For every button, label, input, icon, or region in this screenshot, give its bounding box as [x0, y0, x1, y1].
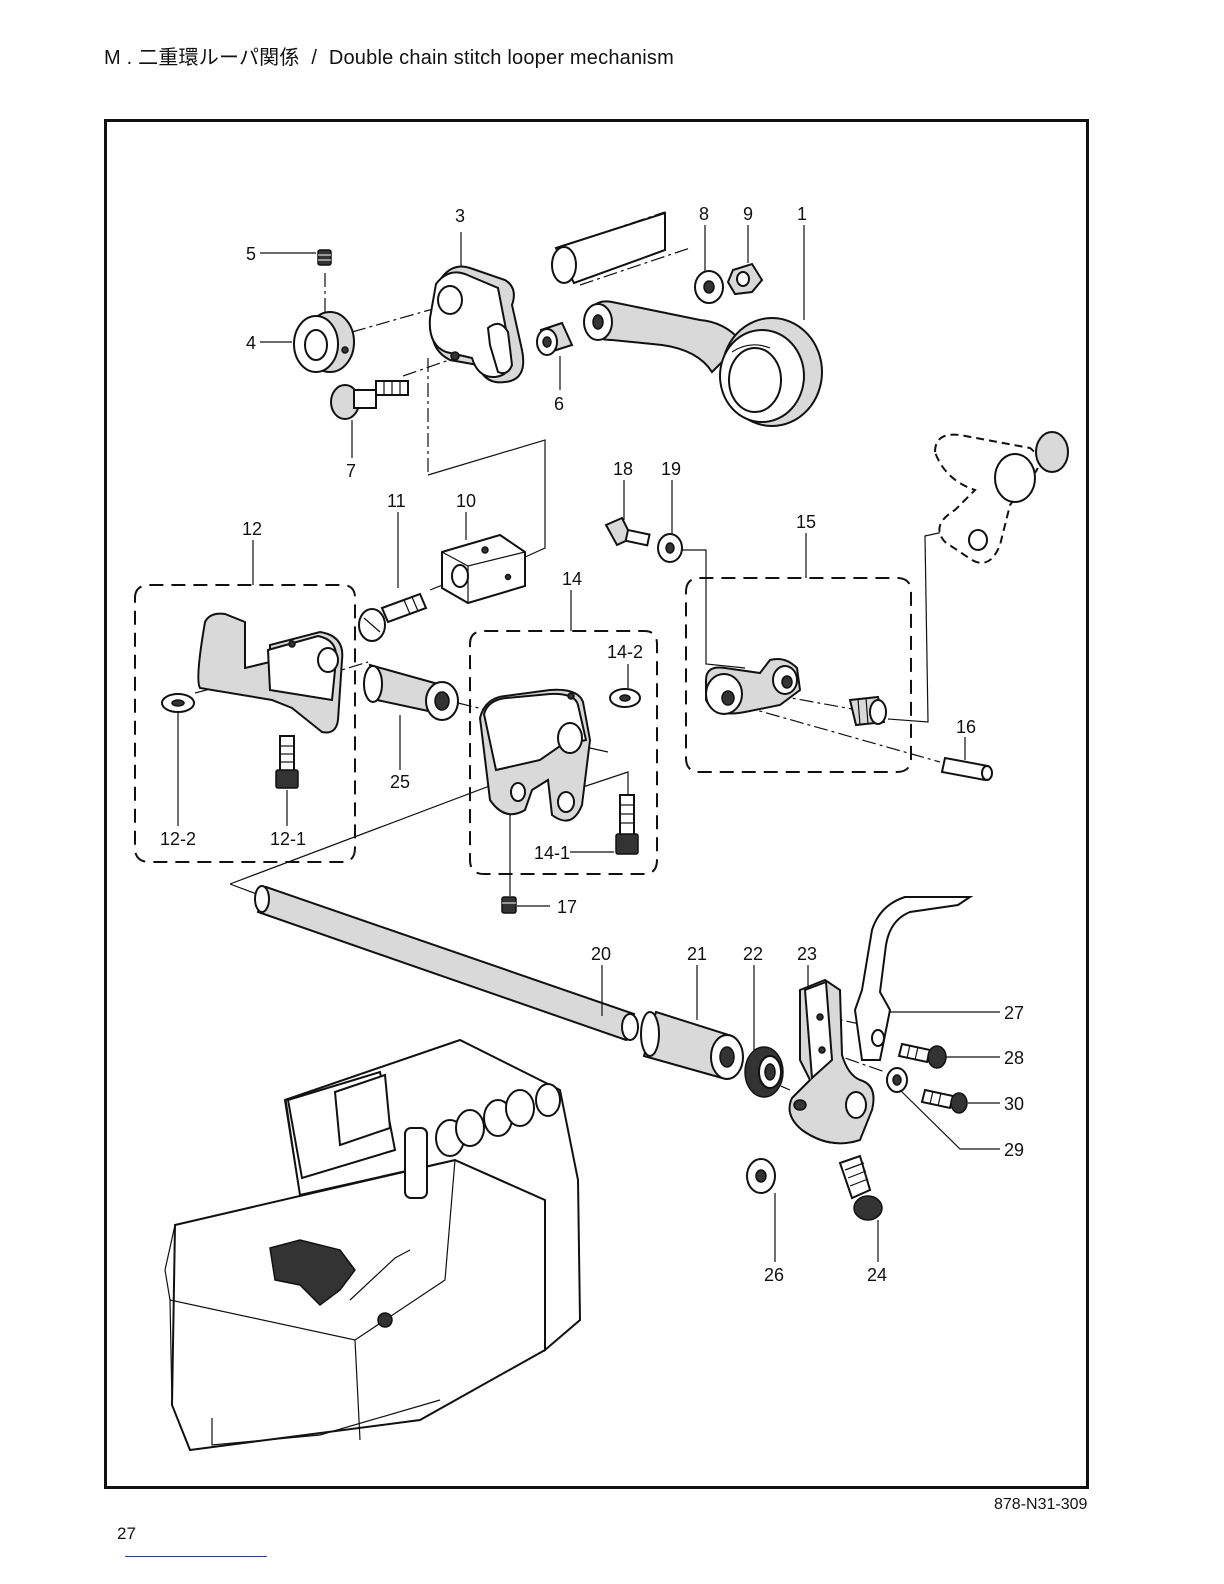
callout-12-1: 12-1	[270, 829, 306, 849]
callout-22: 25	[390, 772, 410, 792]
callout-30: 30	[1004, 1094, 1024, 1114]
drawing-number: 878-N31-309	[994, 1496, 1087, 1514]
callout-10: 10	[456, 491, 476, 511]
callout-19: 19	[661, 459, 681, 479]
callout-12-2: 12-2	[160, 829, 196, 849]
callout-5: 5	[246, 244, 256, 264]
part-11-screw	[359, 594, 426, 641]
callout-12: 12	[242, 519, 262, 539]
machine-overview-illustration	[165, 1040, 580, 1450]
part-14-1-screw	[616, 795, 638, 854]
part-12-1-screw	[276, 736, 298, 788]
callout-14-2: 14-2	[607, 642, 643, 662]
part-14-looper-holder	[480, 690, 590, 821]
part-19-washer	[658, 534, 682, 562]
part-29-washer	[887, 1068, 907, 1092]
callout-9: 9	[743, 204, 753, 224]
part-21-sleeve	[641, 1012, 743, 1079]
part-3-looper-arm	[430, 267, 523, 383]
part-14-2-washer	[610, 689, 640, 707]
callout-1: 1	[797, 204, 807, 224]
callout-28: 28	[1004, 1048, 1024, 1068]
callout-27: 27	[1004, 1003, 1024, 1023]
callout-6: 6	[554, 394, 564, 414]
part-4-collar	[294, 312, 354, 372]
part-15-link	[706, 659, 800, 714]
part-7-stud-screw	[331, 381, 408, 419]
part-15-spring-bushing	[850, 697, 886, 725]
callout-11: 11	[387, 491, 406, 511]
part-27-looper	[855, 897, 970, 1060]
part-5-set-screw	[318, 250, 331, 265]
callout-14: 14	[562, 569, 582, 589]
part-9-nut	[728, 264, 762, 294]
part-26-washer	[747, 1159, 775, 1193]
callout-14-1: 14-1	[534, 843, 570, 863]
callout-29: 29	[1004, 1140, 1024, 1160]
part-12-looper-holder	[198, 614, 342, 733]
part-17-set-screw	[502, 897, 516, 913]
callout-17: 17	[557, 897, 577, 917]
callout-25: 24	[867, 1265, 887, 1285]
callout-8: 8	[699, 204, 709, 224]
part-20-looper-shaft	[255, 886, 638, 1040]
part-12-2-washer	[162, 694, 194, 712]
part-10-block	[442, 535, 525, 603]
part-23-bearing	[745, 1047, 783, 1097]
page-number: 27	[117, 1524, 136, 1544]
callout-20: 20	[591, 944, 611, 964]
part-6-bushing	[537, 323, 572, 355]
callout-23: 22	[743, 944, 763, 964]
part-30-screw	[922, 1090, 967, 1113]
callout-18: 18	[613, 459, 633, 479]
callout-3: 3	[455, 206, 465, 226]
callout-16: 16	[956, 717, 976, 737]
callout-24: 23	[797, 944, 817, 964]
callout-21: 21	[687, 944, 707, 964]
part-crank-arm	[935, 432, 1068, 563]
part-16-pin	[942, 758, 992, 780]
part-18-bolt	[606, 518, 650, 545]
part-shaft-segment	[552, 213, 665, 283]
callout-4: 4	[246, 333, 256, 353]
callout-7: 7	[346, 461, 356, 481]
callout-15: 15	[796, 512, 816, 532]
part-28-screw	[899, 1044, 946, 1068]
callout-26: 26	[764, 1265, 784, 1285]
footer-rule	[125, 1556, 267, 1557]
part-25-screw	[840, 1156, 882, 1220]
part-22-sleeve	[364, 665, 458, 720]
part-1-eccentric-rod	[584, 301, 822, 426]
part-8-washer	[695, 271, 723, 303]
